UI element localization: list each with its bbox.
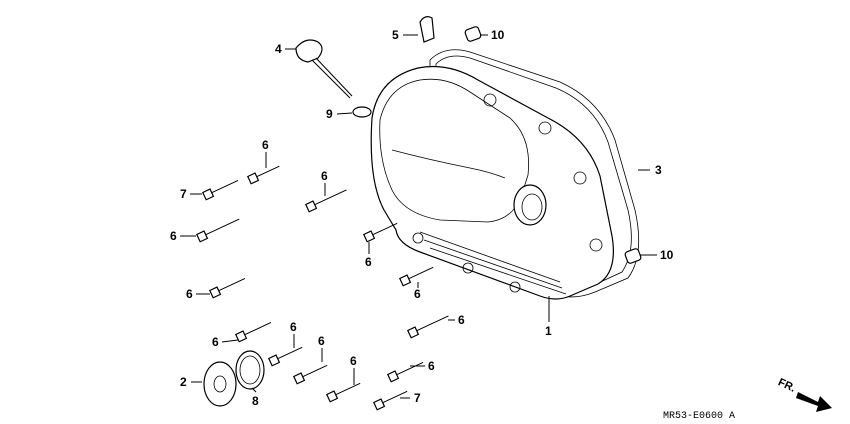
bolt (304, 189, 347, 213)
callout-6: 6 (186, 287, 193, 301)
callout-6: 6 (458, 313, 465, 327)
timing-hole-cap-center (213, 375, 227, 393)
cover-boss-5 (412, 232, 424, 244)
bolt (386, 362, 424, 383)
cover-rib-2 (423, 239, 563, 289)
front-direction-indicator: FR. (776, 376, 832, 412)
callout-6: 6 (428, 359, 435, 373)
callout-6: 6 (321, 169, 328, 183)
o-ring-8-inner (239, 355, 261, 385)
gasket-outline (429, 49, 640, 298)
cover-rib-3 (429, 247, 567, 295)
callout-8: 8 (252, 394, 259, 408)
callout-1: 1 (545, 324, 552, 338)
bolt (234, 322, 272, 343)
cover-boss-2 (538, 121, 552, 135)
callout-6: 6 (290, 320, 297, 334)
cover-inspection-hole (513, 184, 547, 226)
bolt (267, 346, 303, 367)
cover-boss-7 (509, 281, 521, 293)
bolt-group (195, 165, 449, 411)
callout-6: 6 (170, 229, 177, 243)
timing-hole-cap (203, 361, 237, 407)
bolt (246, 165, 280, 185)
callout-6: 6 (212, 335, 219, 349)
direction-label: FR. (776, 376, 797, 394)
callout-6: 6 (262, 138, 269, 152)
cover-inspection-hole-inner (521, 193, 543, 221)
bolt (398, 266, 434, 287)
callout-10: 10 (491, 28, 505, 42)
bolt (195, 218, 240, 243)
callout-5: 5 (392, 28, 399, 42)
callout-10: 10 (660, 248, 674, 262)
o-ring-9 (352, 106, 372, 118)
leader-lines (180, 34, 657, 399)
dowel-pin-upper (464, 26, 482, 42)
callout-9: 9 (326, 107, 333, 121)
callout-6: 6 (318, 334, 325, 348)
bolt (208, 278, 246, 299)
cover-rib-1 (419, 231, 561, 283)
clip (419, 16, 435, 43)
oil-filler-cap (295, 39, 323, 63)
callout-6: 6 (365, 255, 372, 269)
bolt (325, 382, 361, 403)
cover-boss-6 (462, 262, 474, 274)
cover-boss-3 (573, 171, 587, 185)
bolt (372, 390, 408, 411)
callout-7: 7 (414, 391, 421, 405)
callout-6: 6 (414, 287, 421, 301)
bolt (292, 364, 328, 385)
callout-7: 7 (180, 187, 187, 201)
diagram-code: MR53-E0600 A (663, 411, 735, 422)
cover-dome-highlight (391, 149, 506, 179)
crankcase-cover (370, 65, 614, 300)
dipstick (311, 57, 353, 99)
cover-boss-1 (483, 93, 497, 107)
bolt (406, 315, 449, 339)
front-arrow-icon (796, 392, 832, 412)
callout-4: 4 (275, 42, 282, 56)
bolt (362, 222, 398, 243)
callout-3: 3 (655, 163, 662, 177)
cover-boss-4 (589, 238, 603, 252)
dowel-pin-lower (624, 248, 642, 264)
bolt (201, 180, 239, 201)
callout-6: 6 (350, 354, 357, 368)
callout-2: 2 (180, 375, 187, 389)
